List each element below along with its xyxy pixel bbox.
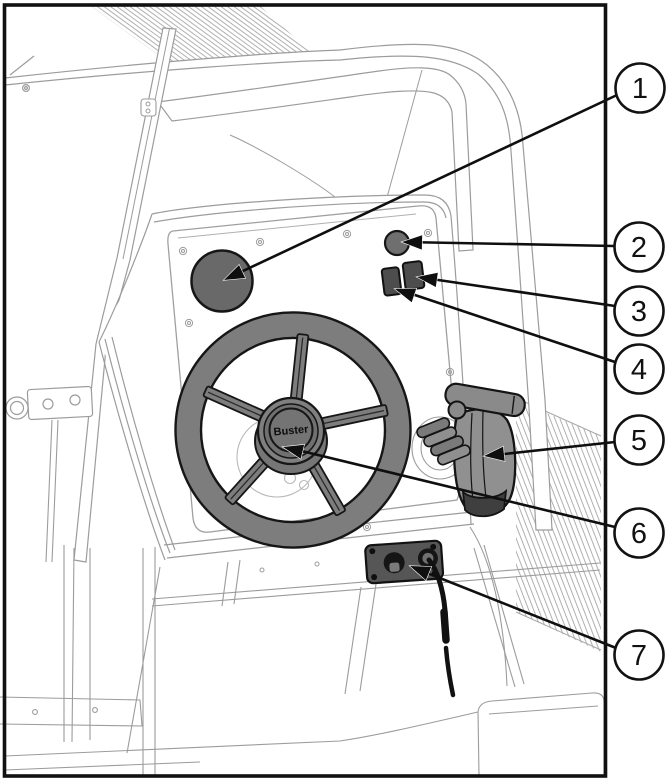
throttle-control	[416, 382, 526, 518]
arrowhead-7	[408, 565, 433, 582]
arrowhead-5	[482, 445, 506, 462]
callout-1: 1	[614, 62, 666, 114]
switch-right	[401, 260, 426, 291]
panel-screws	[178, 228, 455, 532]
gunwale-lines	[9, 55, 35, 92]
left-bracket	[5, 385, 94, 421]
drawing-frame	[2, 3, 608, 778]
arrowhead-3	[415, 271, 439, 288]
wheel-hub: Buster	[254, 396, 328, 475]
arrowhead-1	[222, 263, 247, 281]
callout-6: 6	[613, 507, 665, 559]
seat-box	[477, 692, 605, 777]
roll-bar-arch	[4, 43, 553, 531]
svg-text:2: 2	[631, 232, 647, 264]
callout-2: 2	[613, 221, 665, 273]
callout-4: 4	[613, 343, 665, 395]
arrowhead-2	[400, 234, 423, 251]
leader-line-5	[485, 440, 616, 458]
steering-cable	[426, 557, 456, 698]
leader-line-3	[417, 275, 616, 308]
deck-lines	[4, 526, 601, 771]
arrowhead-6	[281, 444, 305, 460]
leader-line-4	[396, 287, 616, 364]
leader-arrowheads	[222, 234, 506, 582]
svg-text:1: 1	[632, 73, 648, 105]
svg-text:7: 7	[631, 640, 647, 672]
leader-lines	[225, 93, 618, 650]
callout-3: 3	[613, 285, 665, 337]
hub-brand-label: Buster	[273, 423, 309, 438]
callouts: 1 2 3 4 5 6 7	[613, 62, 666, 681]
callout-7: 7	[613, 629, 665, 681]
throttle-lever-ring	[447, 400, 467, 420]
pillar-hinge	[140, 98, 157, 117]
dashboard-gauge	[190, 249, 254, 313]
arrowhead-4	[393, 287, 418, 304]
leader-line-2	[403, 240, 615, 248]
leader-line-7	[411, 565, 617, 650]
throttle-handle	[444, 382, 526, 418]
callout-5: 5	[613, 414, 665, 466]
svg-text:4: 4	[631, 354, 647, 386]
throttle-grip-ribs	[416, 417, 471, 466]
svg-text:6: 6	[631, 518, 647, 550]
svg-text:5: 5	[631, 425, 647, 457]
console-pedestal	[0, 545, 241, 776]
leader-line-6	[284, 445, 616, 529]
windshield-pillar	[45, 27, 177, 563]
leader-line-1	[225, 93, 618, 281]
windshield-rail	[156, 67, 474, 252]
svg-text:3: 3	[631, 296, 647, 328]
